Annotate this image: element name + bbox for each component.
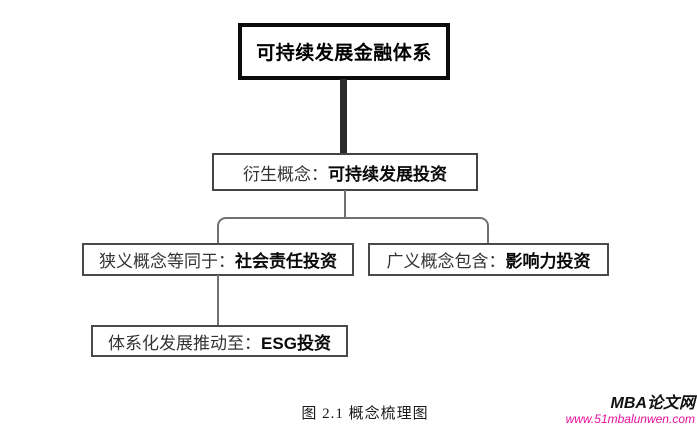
node-derived-concept: 衍生概念：可持续发展投资	[212, 153, 478, 191]
node-narrow-prefix: 狭义概念等同于：	[99, 252, 235, 271]
node-esg-term: ESG投资	[261, 333, 331, 353]
node-broad-term: 影响力投资	[505, 252, 591, 271]
node-esg-prefix: 体系化发展推动至：	[108, 333, 262, 353]
narrow-to-esg-connector	[217, 275, 219, 326]
watermark-site-name: MBA论文网	[610, 395, 695, 413]
stem-connector	[344, 190, 346, 218]
site-watermark: MBA论文网 www.51mbalunwen.com	[566, 395, 695, 426]
node-root-sustainable-finance-system: 可持续发展金融体系	[238, 23, 450, 80]
figure-caption: 图 2.1 概念梳理图	[301, 406, 429, 422]
watermark-site-url: www.51mbalunwen.com	[565, 411, 695, 426]
branch-bracket-connector	[217, 217, 489, 244]
node-narrow-term: 社会责任投资	[235, 252, 337, 271]
node-broad-concept: 广义概念包含：影响力投资	[368, 243, 609, 276]
node-derived-term: 可持续发展投资	[328, 164, 447, 184]
node-narrow-concept: 狭义概念等同于：社会责任投资	[82, 243, 354, 276]
node-root-label: 可持续发展金融体系	[256, 43, 432, 64]
node-broad-prefix: 广义概念包含：	[386, 252, 506, 271]
node-derived-prefix: 衍生概念：	[243, 164, 328, 184]
trunk-connector	[340, 79, 347, 154]
node-esg-investment: 体系化发展推动至：ESG投资	[91, 325, 348, 357]
